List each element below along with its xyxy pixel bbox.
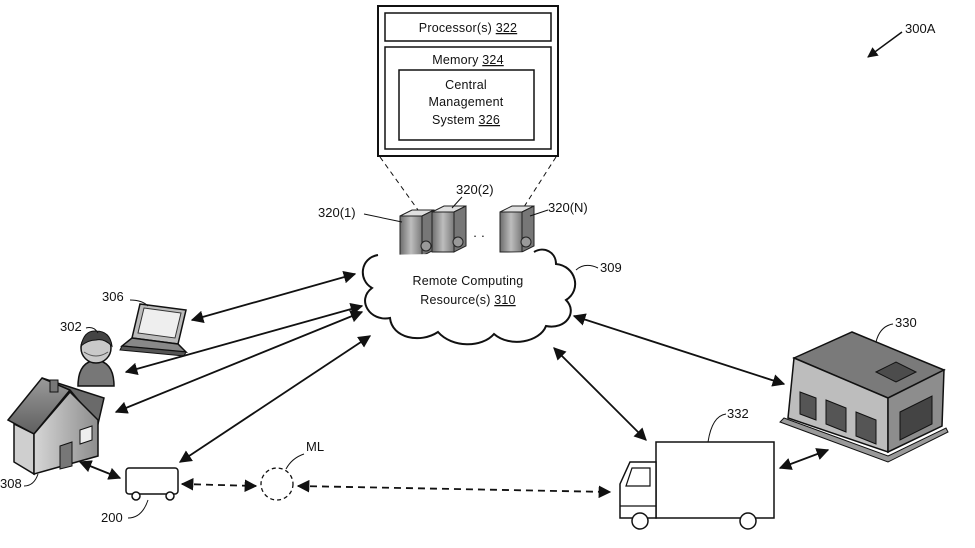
cloud-line2: Resource(s) 310 — [420, 293, 515, 307]
ml-node: ML — [260, 439, 324, 501]
link-ml-truck — [296, 479, 612, 499]
cms-line1: Central — [445, 78, 487, 92]
server-2-label: 320(2) — [456, 182, 494, 197]
vehicle-icon: 200 — [101, 467, 179, 525]
cms-box — [398, 69, 535, 141]
link-vehicle-cloud — [178, 335, 372, 463]
link-warehouse-cloud — [572, 313, 786, 387]
server-ellipsis: · · — [473, 228, 485, 243]
server-icon — [431, 205, 467, 253]
cms-line3: System 326 — [432, 113, 500, 127]
cms-line2: Management — [429, 95, 504, 109]
cloud-resources: Remote Computing Resource(s) 310 309 — [362, 248, 622, 346]
server-detail-box: Processor(s) 322 Memory 324 Central Mana… — [377, 5, 559, 157]
processor-label: Processor(s) 322 — [419, 21, 517, 35]
server-1-label: 320(1) — [318, 205, 356, 220]
figure-ref: 300A — [867, 21, 936, 58]
server-icon — [399, 209, 435, 257]
home-icon: 308 — [0, 377, 105, 491]
user-icon: 302 — [60, 319, 115, 387]
home-label: 308 — [0, 476, 22, 491]
server-icon — [499, 205, 535, 253]
connections — [78, 271, 830, 499]
truck-icon: 332 — [619, 406, 775, 530]
figure-ref-label: 300A — [905, 21, 936, 36]
cloud-ref-label: 309 — [600, 260, 622, 275]
link-truck-warehouse — [778, 448, 830, 470]
laptop-label: 306 — [102, 289, 124, 304]
laptop-icon: 306 — [102, 289, 189, 357]
link-vehicle-ml — [180, 478, 258, 492]
processor-box — [384, 12, 552, 42]
truck-label: 332 — [727, 406, 749, 421]
link-home-vehicle — [78, 460, 122, 480]
warehouse-icon: 330 — [779, 315, 949, 463]
link-laptop-cloud — [190, 271, 357, 323]
server-rack: · · 320(1) 320(2) 320(N) — [318, 182, 588, 270]
link-truck-cloud — [553, 347, 647, 441]
user-label: 302 — [60, 319, 82, 334]
ml-label: ML — [306, 439, 324, 454]
vehicle-label: 200 — [101, 510, 123, 525]
warehouse-label: 330 — [895, 315, 917, 330]
server-n-label: 320(N) — [548, 200, 588, 215]
zoom-lines — [379, 156, 557, 211]
memory-label: Memory 324 — [432, 53, 503, 67]
cloud-line1: Remote Computing — [413, 274, 524, 288]
